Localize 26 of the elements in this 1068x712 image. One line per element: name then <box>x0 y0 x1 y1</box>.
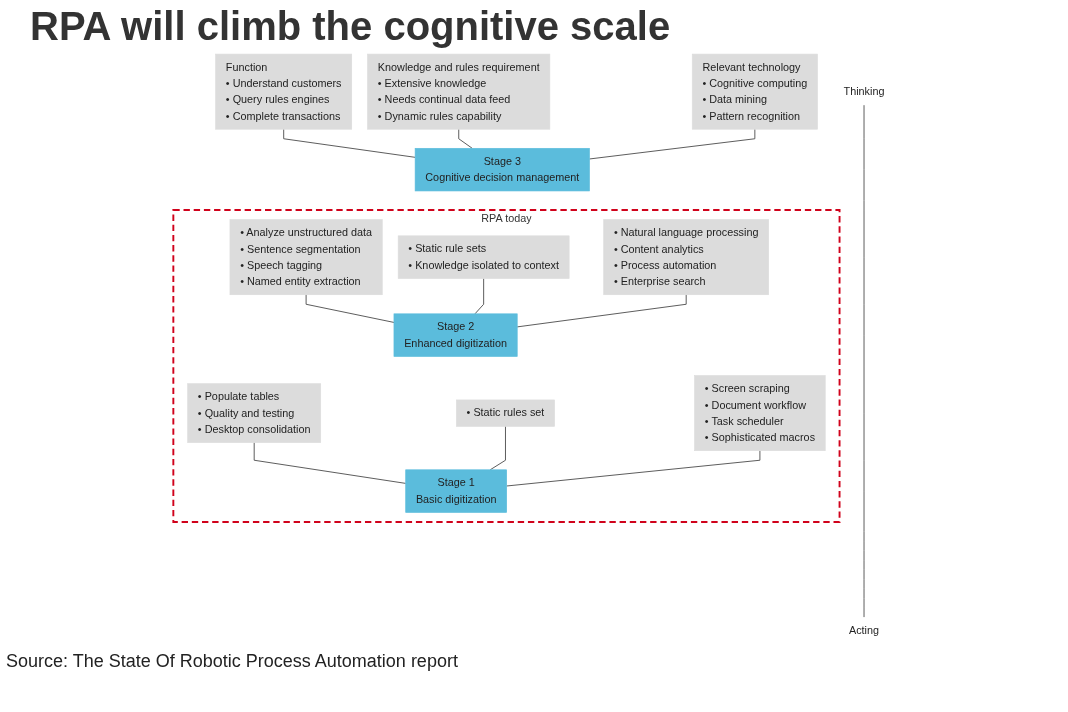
node-box: • Screen scraping • Document workflow • Task scheduler • Sophisticated macros <box>694 375 826 451</box>
connector <box>516 294 687 328</box>
node-text: Acting <box>848 624 880 637</box>
connector <box>506 450 761 487</box>
node-box: Function • Understand customers • Query rules engines • Complete transactions <box>215 53 353 130</box>
node-box: • Static rule sets • Knowledge isolated to context <box>397 235 570 279</box>
node-box: • Populate tables • Quality and testing • Desktop consolidation <box>187 383 322 443</box>
node-box: Stage 3 Cognitive decision management <box>414 148 590 192</box>
connector <box>283 128 416 158</box>
connector <box>489 425 506 471</box>
node-box: • Static rules set <box>456 399 555 427</box>
node-box: • Analyze unstructured data • Sentence segmentation • Speech tagging • Named entity extraction <box>229 219 383 296</box>
node-box: Stage 2 Enhanced digitization <box>393 313 518 357</box>
connector <box>589 128 756 160</box>
connector <box>458 128 473 149</box>
source-caption: Source: The State Of Robotic Process Automation report <box>6 651 459 672</box>
node-box: Knowledge and rules requirement • Extensive knowledge • Needs continual data feed • Dynamic rules capability <box>367 53 551 130</box>
connector <box>253 442 407 484</box>
connector <box>863 104 865 618</box>
connector <box>305 294 395 323</box>
slide-title: RPA will climb the cognitive scale <box>30 4 672 49</box>
node-text: Thinking <box>843 85 885 98</box>
node-box: Stage 1 Basic digitization <box>405 469 507 513</box>
node-box: • Natural language processing • Content analytics • Process automation • Enterprise search <box>603 219 769 296</box>
connector <box>474 278 485 315</box>
node-box: Relevant technology • Cognitive computing • Data mining • Pattern recognition <box>691 53 818 130</box>
